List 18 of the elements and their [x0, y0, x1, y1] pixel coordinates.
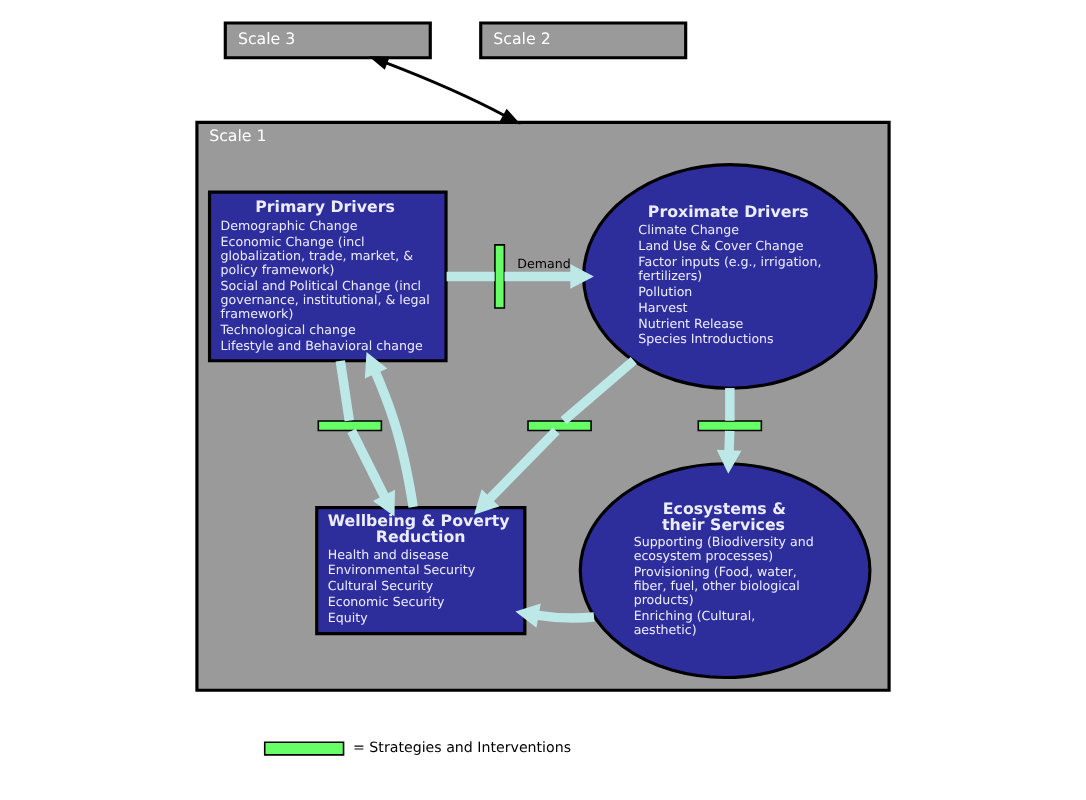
- arrow: [364, 351, 418, 508]
- node-box: Scale 2: [479, 21, 688, 60]
- arrow: [474, 427, 560, 515]
- connector: [446, 271, 495, 282]
- node-bar: [527, 420, 592, 432]
- arrow: [368, 56, 521, 125]
- arrow: [347, 428, 395, 517]
- arrow: [716, 430, 742, 474]
- node-box: Scale 3: [223, 21, 432, 60]
- connector: [335, 360, 354, 422]
- arrow: [515, 603, 595, 628]
- node-bar: [494, 244, 506, 309]
- legend-label: = Strategies and Interventions: [353, 738, 572, 757]
- node-bar: [697, 420, 763, 432]
- arrow: [504, 264, 594, 289]
- connector: [560, 356, 637, 425]
- connector: [725, 388, 735, 421]
- node-bar: [317, 420, 383, 432]
